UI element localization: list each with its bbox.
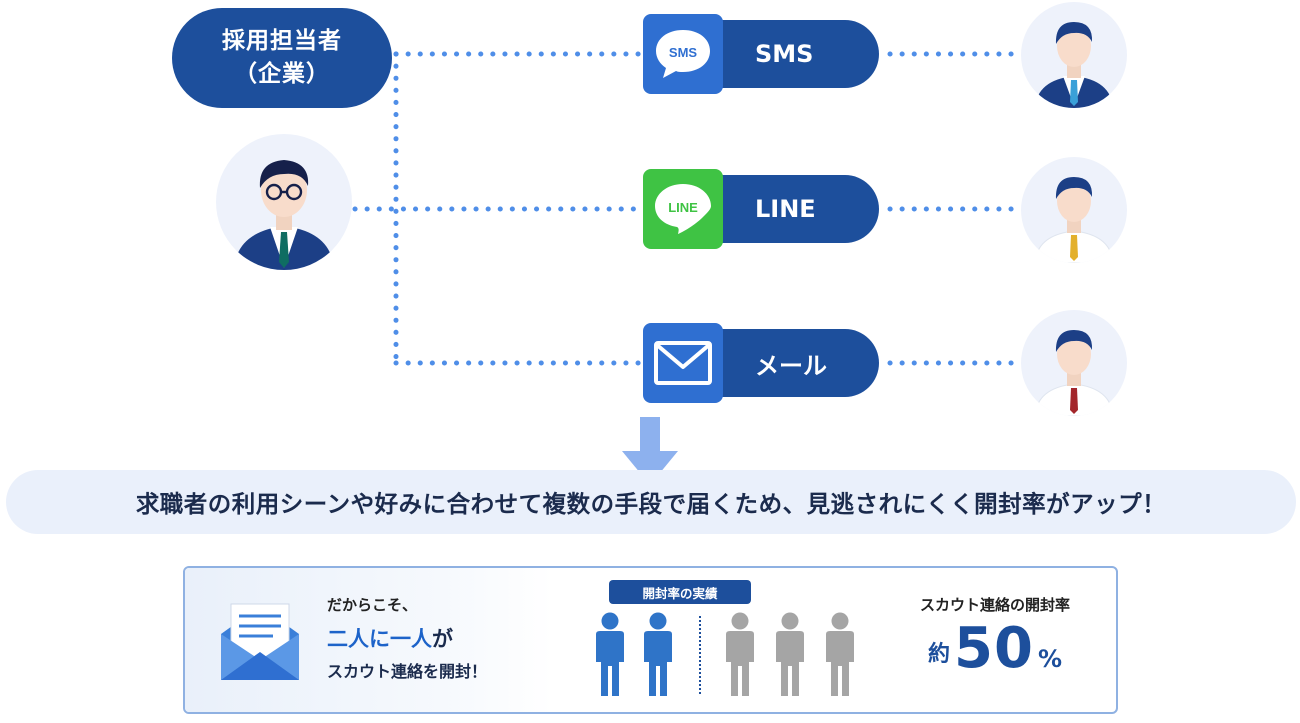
result-line3: スカウト連絡を開封！ — [327, 662, 488, 681]
channel-sms: SMS SMS — [643, 14, 879, 94]
result-emphasis: 二人に一人 — [327, 627, 432, 651]
person-unopened-icon — [776, 612, 804, 696]
people-ratio-row — [581, 612, 881, 698]
rate-number: 50 — [954, 616, 1034, 681]
businessman-blue-tie-icon — [1035, 22, 1113, 108]
person-unopened-icon — [726, 612, 754, 696]
rate-label: スカウト連絡の開封率 — [919, 596, 1070, 614]
rate-value-group: 約50% — [885, 616, 1105, 681]
recruiter-label: 採用担当者 （企業） — [172, 8, 392, 108]
results-badge: 開封率の実績 — [609, 580, 751, 604]
channel-line: LINE LINE — [643, 169, 879, 249]
rate-prefix: 約 — [928, 642, 951, 667]
line-icon-text: LINE — [668, 200, 698, 215]
line-icon: LINE — [643, 169, 723, 249]
message-banner-text: 求職者の利用シーンや好みに合わせて複数の手段で届くため、見逃されにくく開封率がア… — [135, 490, 1167, 518]
sms-icon-text: SMS — [669, 45, 698, 60]
down-arrow-icon — [622, 417, 678, 485]
result-box: だからこそ、 二人に一人が スカウト連絡を開封！ 開封率の実績 スカウト連絡の開… — [183, 566, 1118, 714]
man-yellow-tie-icon — [1034, 177, 1114, 263]
message-banner: 求職者の利用シーンや好みに合わせて複数の手段で届くため、見逃されにくく開封率がア… — [6, 470, 1296, 534]
result-emphasis-suffix: が — [432, 627, 453, 651]
recruiter-avatar — [216, 134, 352, 270]
candidate-avatar-sms — [1021, 2, 1127, 108]
sms-icon: SMS — [643, 14, 723, 94]
mail-icon — [643, 323, 723, 403]
open-envelope-icon — [221, 603, 299, 680]
person-opened-icon — [644, 612, 672, 696]
candidate-avatar-line — [1021, 157, 1127, 263]
person-opened-icon — [596, 612, 624, 696]
channel-mail: メール — [643, 323, 879, 403]
result-intro: だからこそ、 — [327, 596, 418, 614]
recruiter-label-line2: （企業） — [234, 61, 330, 87]
result-emphasis-line: 二人に一人が — [327, 623, 547, 653]
people-divider — [699, 616, 701, 694]
rate-suffix: % — [1037, 645, 1062, 673]
man-red-tie-icon — [1034, 330, 1114, 416]
recruiter-glasses-man-icon — [234, 160, 334, 270]
person-unopened-icon — [826, 612, 854, 696]
candidate-avatar-mail — [1021, 310, 1127, 416]
result-left-text: だからこそ、 二人に一人が スカウト連絡を開封！ — [327, 594, 547, 682]
recruiter-label-line1: 採用担当者 — [222, 27, 342, 54]
